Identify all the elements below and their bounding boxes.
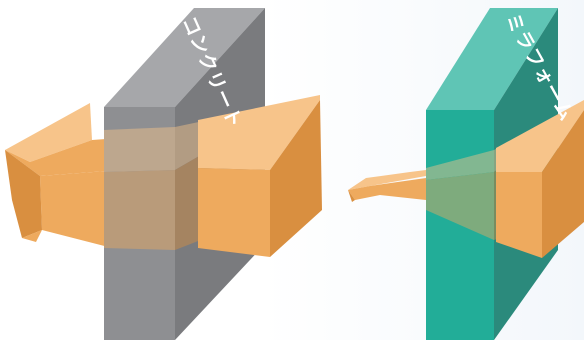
mirafoam-heat-arrow-back bbox=[348, 170, 426, 202]
mirafoam-heat-arrow-front bbox=[496, 100, 584, 258]
concrete-panel: コンクリート bbox=[5, 8, 322, 340]
concrete-heat-arrow-back bbox=[5, 103, 120, 250]
concrete-heat-arrow-front bbox=[198, 95, 322, 257]
mirafoam-panel: ミラフォーム bbox=[348, 8, 584, 340]
